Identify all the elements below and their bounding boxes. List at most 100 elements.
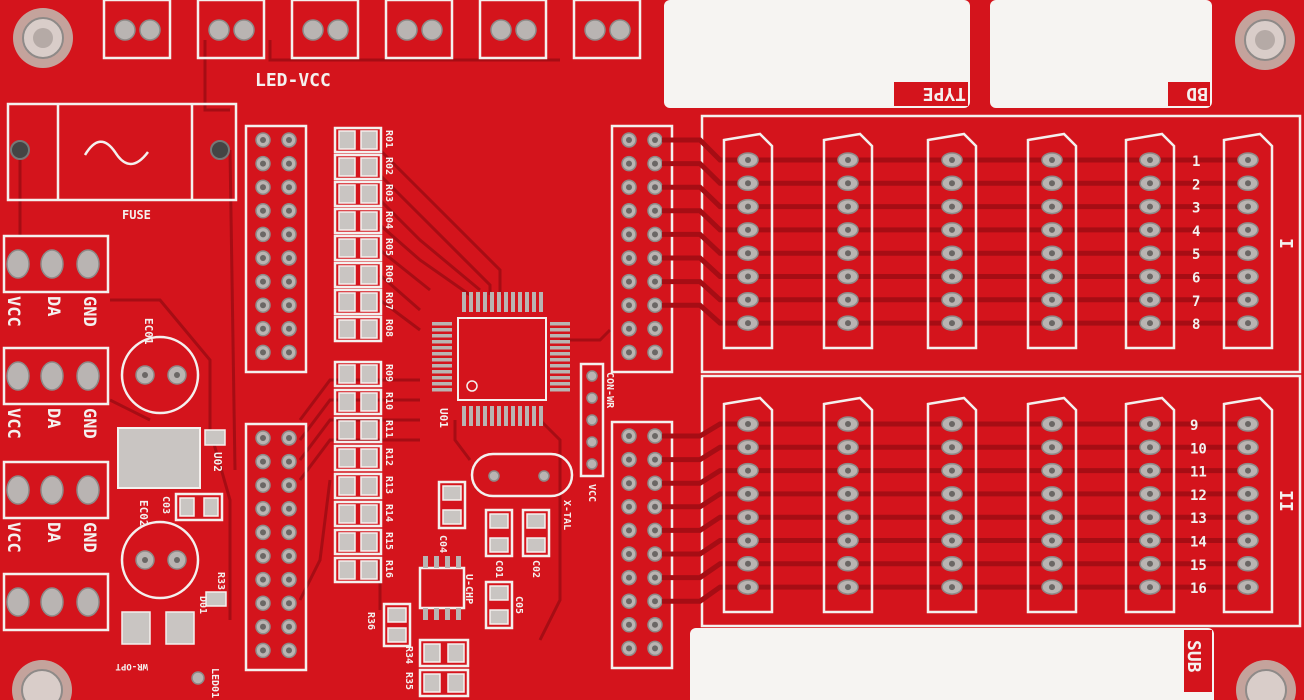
section-1-label: I [1275, 238, 1296, 249]
mounting-hole-br [1236, 660, 1296, 700]
channel-number: 6 [1192, 271, 1200, 287]
power-da-label: DA [43, 296, 63, 316]
ec02-label: EC02 [137, 500, 150, 527]
c02-label: C02 [530, 560, 541, 578]
diode-d01 [121, 611, 195, 645]
channel-number: 8 [1192, 317, 1200, 333]
con-wr-header [579, 362, 605, 478]
power-vcc-label: VCC [3, 296, 23, 327]
c04-label: C04 [437, 535, 448, 553]
power-gnd-label: GND [79, 296, 99, 327]
r36-label: R36 [365, 612, 376, 630]
ec01-label: EC01 [142, 318, 155, 345]
channel-number: 1 [1192, 154, 1200, 170]
u01-label: U01 [437, 408, 450, 428]
chip-u-chp [418, 556, 466, 620]
u02-label: U02 [211, 452, 224, 472]
power-gnd-label: GND [79, 522, 99, 553]
mcu-u01 [432, 292, 570, 426]
resistor-r10: R10 [333, 388, 394, 416]
resistor-r03: R03 [333, 180, 394, 208]
u-chp-label: U-CHP [463, 574, 474, 604]
section-1-frame [700, 114, 1302, 374]
mounting-hole-tl [13, 8, 73, 68]
capacitor-ec02 [120, 520, 200, 600]
capacitor-c02 [521, 508, 551, 558]
resistor-label: R16 [383, 560, 394, 578]
power-vcc-label: VCC [3, 522, 23, 553]
sub-panel [690, 628, 1214, 700]
sub-label: SUB [1183, 640, 1204, 673]
trace-layer [18, 40, 612, 641]
resistor-r13: R13 [333, 472, 394, 500]
resistor-label: R12 [383, 448, 394, 466]
screw-terminal-top [290, 0, 360, 60]
r34-label: R34 [403, 646, 414, 664]
channel-number: 14 [1190, 535, 1207, 551]
resistor-r08: R08 [333, 315, 394, 343]
resistor-r09: R09 [333, 360, 394, 388]
channel-number: 16 [1190, 581, 1207, 597]
resistor-r15: R15 [333, 528, 394, 556]
mounting-hole-bl [12, 660, 72, 700]
resistor-r36 [382, 602, 412, 648]
bd-label: BD [1186, 83, 1208, 104]
section-2-label: II [1275, 490, 1296, 512]
capacitor-c05 [484, 580, 514, 630]
top-terminal-row [102, 0, 642, 60]
fuse-pad-left [10, 140, 30, 160]
resistor-label: R01 [383, 130, 394, 148]
type-panel [664, 0, 970, 108]
fuse-holder [6, 102, 238, 202]
resistor-label: R02 [383, 157, 394, 175]
resistor-r02: R02 [333, 153, 394, 181]
resistor-label: R13 [383, 476, 394, 494]
capacitor-ec01 [120, 335, 200, 415]
bd-panel [990, 0, 1212, 108]
resistor-r34 [418, 638, 470, 668]
resistor-label: R10 [383, 392, 394, 410]
screw-terminal-top [572, 0, 642, 60]
resistor-label: R03 [383, 184, 394, 202]
screw-terminal-top [102, 0, 172, 60]
resistor-label: R09 [383, 364, 394, 382]
power-da-label: DA [43, 522, 63, 542]
resistor-label: R15 [383, 532, 394, 550]
led01-pad [191, 671, 205, 685]
con-wr-label: CON-WR [604, 372, 615, 409]
resistor-label: R14 [383, 504, 394, 522]
resistor-label: R11 [383, 420, 394, 438]
resistor-r35 [418, 668, 470, 698]
channel-number: 7 [1192, 294, 1200, 310]
power-vcc-label: VCC [3, 408, 23, 439]
fuse-pad-right [210, 140, 230, 160]
resistor-label: R07 [383, 292, 394, 310]
channel-number: 15 [1190, 558, 1207, 574]
led01-label: LED01 [209, 668, 220, 698]
screw-terminal-top [478, 0, 548, 60]
power-connector: VCC DA GND [2, 460, 110, 553]
power-connector [2, 572, 110, 632]
resistor-r14: R14 [333, 500, 394, 528]
led-vcc-label: LED-VCC [255, 70, 331, 91]
channel-number: 5 [1192, 247, 1200, 263]
resistor-r04: R04 [333, 207, 394, 235]
c03-label: C03 [160, 496, 171, 514]
capacitor-c04 [437, 480, 467, 530]
vcc-small-label: VCC [586, 484, 597, 502]
resistor-label: R04 [383, 211, 394, 229]
channel-number: 4 [1192, 224, 1200, 240]
channel-number: 9 [1190, 418, 1198, 434]
mounting-hole-tr [1235, 10, 1295, 70]
resistor-r16: R16 [333, 556, 394, 584]
power-connector: VCC DA GND [2, 234, 110, 327]
channel-number: 12 [1190, 488, 1207, 504]
channel-number: 10 [1190, 441, 1207, 457]
screw-terminal-top [384, 0, 454, 60]
resistor-label: R06 [383, 265, 394, 283]
resistor-r06: R06 [333, 261, 394, 289]
resistor-r01: R01 [333, 126, 394, 154]
